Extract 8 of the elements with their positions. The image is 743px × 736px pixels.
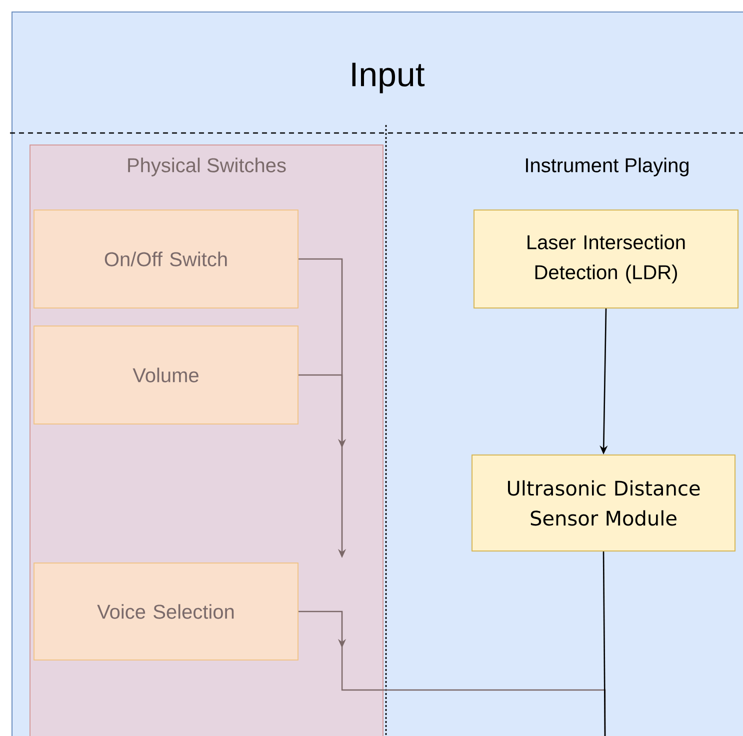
process-box: Laser Intersection Detection (LDR) (474, 210, 739, 308)
heading: Physical Switches (128, 158, 286, 176)
process-box: Ultrasonic Distance Sensor Module (472, 454, 736, 552)
process-box: Volume (34, 326, 298, 424)
process-box: On/Off Switch (34, 210, 298, 308)
heading: Input (352, 62, 425, 94)
lane-heading: Instrument Playing (526, 158, 688, 176)
process-box: Voice Selection (34, 562, 298, 660)
